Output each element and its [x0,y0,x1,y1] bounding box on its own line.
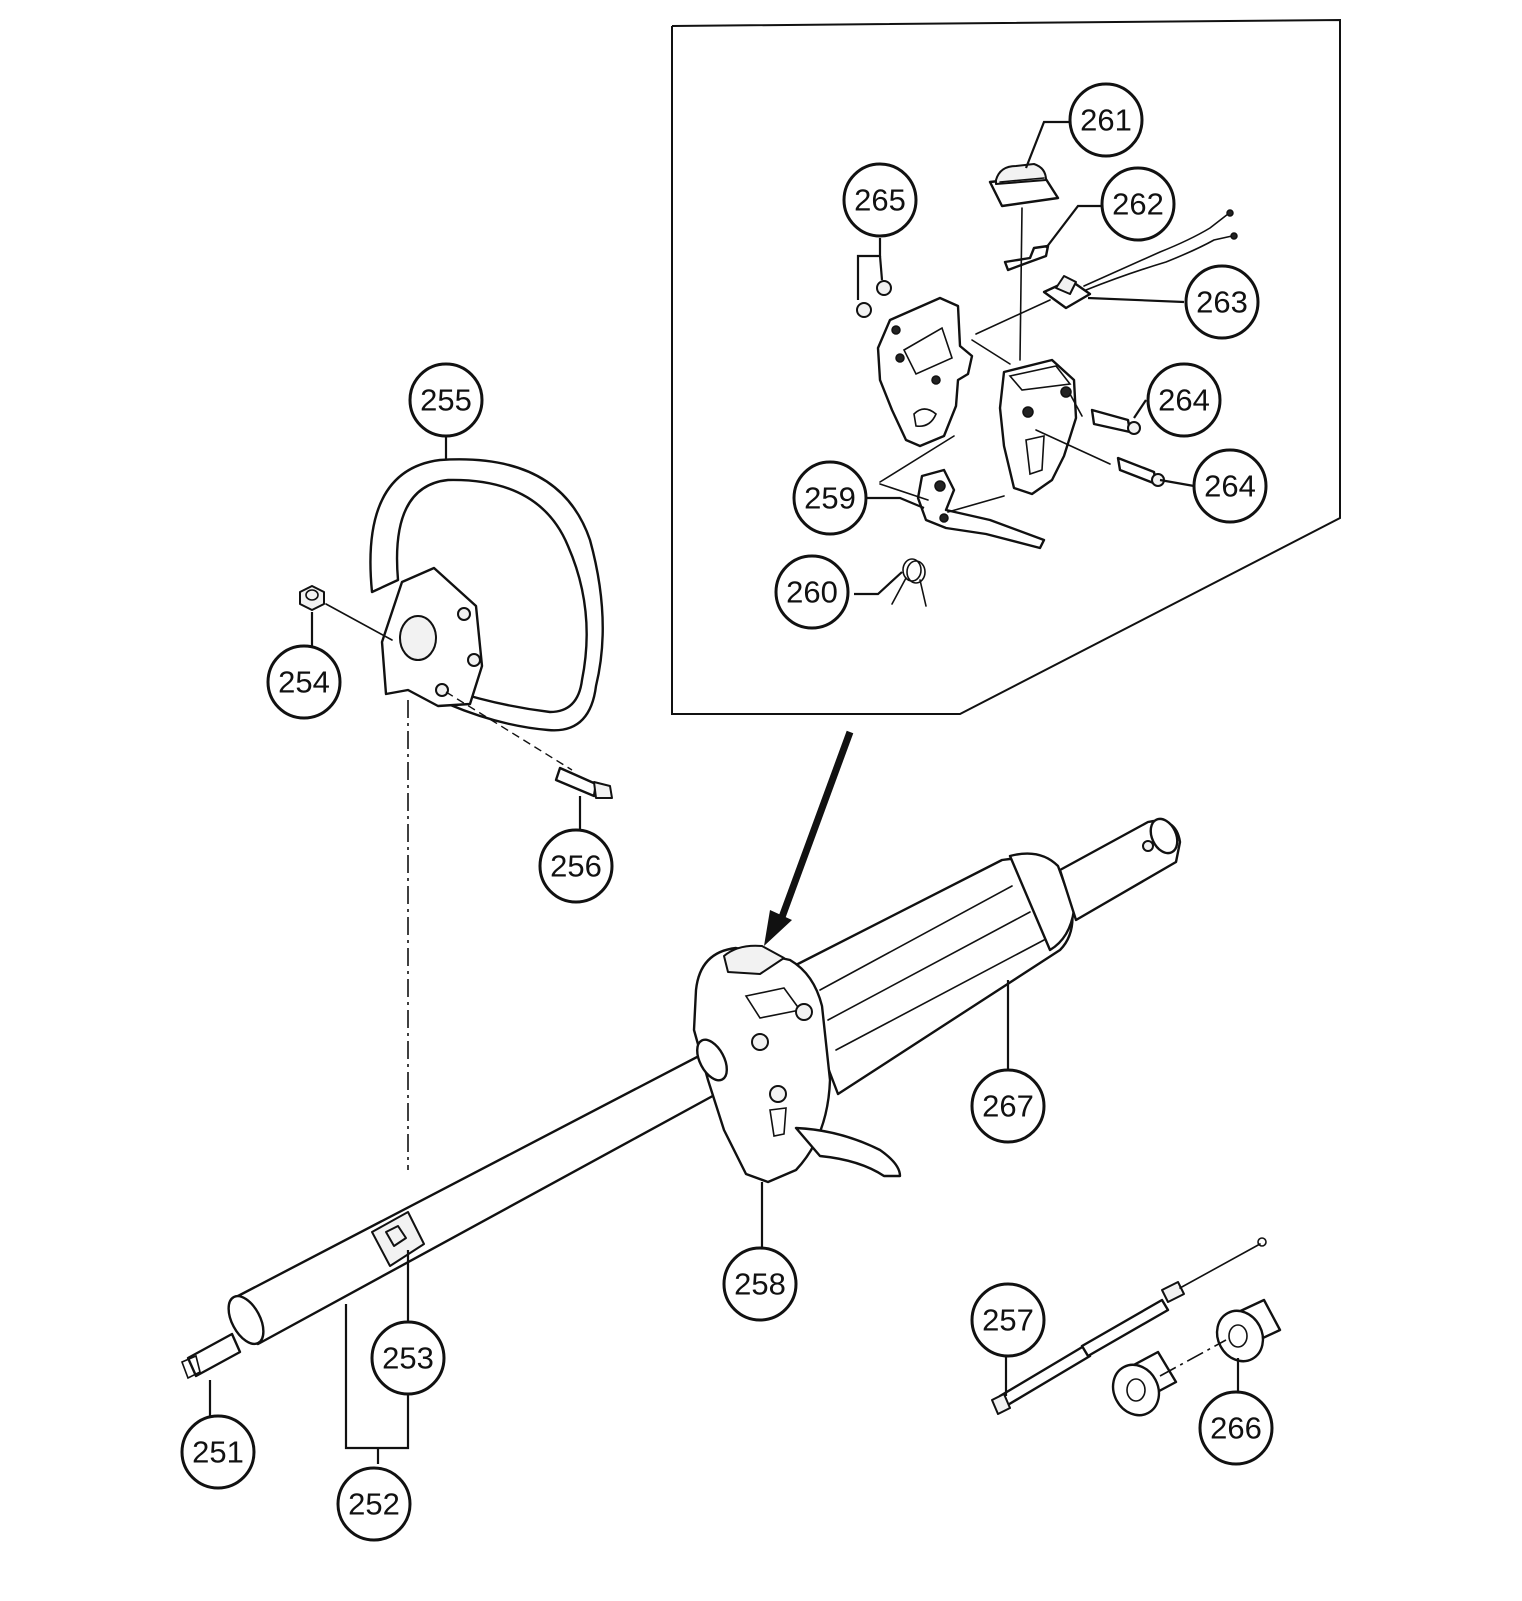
callout-label: 266 [1210,1411,1262,1446]
callout-262: 262 [1100,166,1176,242]
callout-251: 251 [180,1414,256,1490]
drive-shaft-tube [180,1042,744,1380]
leader-lines [208,120,1240,1464]
callout-label: 260 [786,575,838,610]
callout-label: 267 [982,1089,1034,1124]
callout-267: 267 [970,1068,1046,1144]
callout-257: 257 [970,1282,1046,1358]
callout-label: 263 [1196,285,1248,320]
callout-266: 266 [1198,1390,1274,1466]
callout-label: 262 [1112,187,1164,222]
callout-label: 255 [420,383,472,418]
callout-263: 263 [1184,264,1260,340]
part-259-trigger [916,468,1046,550]
callout-label: 254 [278,665,330,700]
callout-label: 259 [804,481,856,516]
callout-label: 251 [192,1435,244,1470]
callout-label: 264 [1158,383,1210,418]
callout-255: 255 [408,362,484,438]
part-265-nuts [856,280,892,318]
callout-label: 264 [1204,469,1256,504]
callout-label: 265 [854,183,906,218]
part-261-button [988,163,1060,208]
callout-252: 252 [336,1466,412,1542]
part-262-plate [1003,244,1050,272]
callout-label: 252 [348,1487,400,1522]
part-260-spring [891,558,927,607]
callout-260: 260 [774,554,850,630]
callout-label: 257 [982,1303,1034,1338]
inset-parts [856,163,1238,607]
part-256-bolt [554,766,613,799]
callout-253: 253 [370,1320,446,1396]
left-handle-half [876,296,974,448]
part-264-screws [1090,408,1165,487]
part-254-nut [299,585,393,641]
right-handle-half [998,358,1078,496]
part-263-switch [1042,209,1238,310]
part-266-grommets [1111,1298,1282,1417]
part-267-grip [788,817,1182,1096]
inset-detail-frame [671,18,1341,946]
callout-256: 256 [538,828,614,904]
callout-261: 261 [1068,82,1144,158]
callout-264-lower: 264 [1192,448,1268,524]
callout-label: 256 [550,849,602,884]
callout-258: 258 [722,1246,798,1322]
callout-254: 254 [266,644,342,720]
callout-label: 258 [734,1267,786,1302]
callout-label: 261 [1080,103,1132,138]
callout-label: 253 [382,1341,434,1376]
part-258-throttle-housing [692,944,902,1184]
callout-265: 265 [842,162,918,238]
callout-259: 259 [792,460,868,536]
part-257-cable [991,1237,1267,1415]
part-255-loop-handle [369,458,604,771]
callout-264-upper: 264 [1146,362,1222,438]
